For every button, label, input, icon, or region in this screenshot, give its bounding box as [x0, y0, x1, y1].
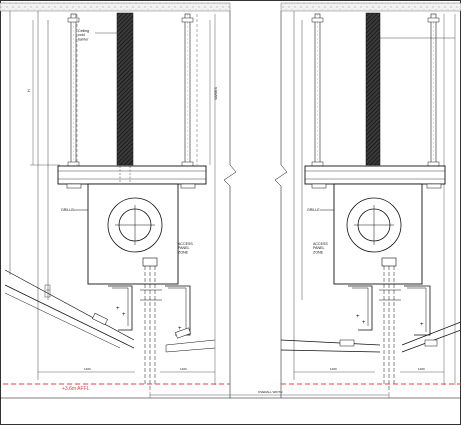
- grille-label-right: GRILLE: [307, 208, 320, 212]
- pipe-drop-right: [379, 257, 401, 390]
- width-left-b: 1200: [180, 367, 187, 371]
- svg-text:+: +: [116, 306, 120, 312]
- level-tag: +3.6m AFFL: [62, 386, 90, 392]
- support-channel: [57, 165, 207, 185]
- svg-text:+: +: [362, 320, 366, 326]
- slab-right: [280, 2, 461, 12]
- dimension-varies-label: VARIES: [214, 86, 218, 100]
- right-detail: + + +: [280, 11, 461, 390]
- width-left-a: 1200: [84, 367, 91, 371]
- void-barrier: [116, 12, 134, 166]
- left-detail: + + +: [4, 11, 216, 390]
- support-channel-2: [304, 165, 446, 185]
- break-line-right: [274, 11, 288, 398]
- svg-text:+: +: [122, 312, 126, 318]
- slab-left: [0, 2, 231, 12]
- break-line-left: [223, 11, 237, 398]
- bracket-right: +: [165, 285, 191, 336]
- void-barrier-2: [365, 12, 381, 166]
- threaded-rod-right: [181, 13, 194, 175]
- grille-label-left: GRILLE: [61, 208, 74, 212]
- dimension-h-label: H: [27, 89, 31, 92]
- svg-text:+: +: [420, 322, 424, 328]
- width-right-a: 1200: [330, 367, 337, 371]
- bracket-left: + +: [108, 285, 133, 331]
- pipe-drop-left: [140, 257, 162, 390]
- threaded-rod-left-2: [311, 13, 324, 175]
- bracket-left-2: + +: [348, 285, 373, 331]
- svg-text:+: +: [178, 326, 182, 332]
- bracket-right-2: +: [404, 285, 431, 336]
- overall-width-label: OVERALL WIDTH: [258, 390, 282, 394]
- svg-text:+: +: [356, 314, 360, 320]
- width-right-b: 1200: [418, 367, 425, 371]
